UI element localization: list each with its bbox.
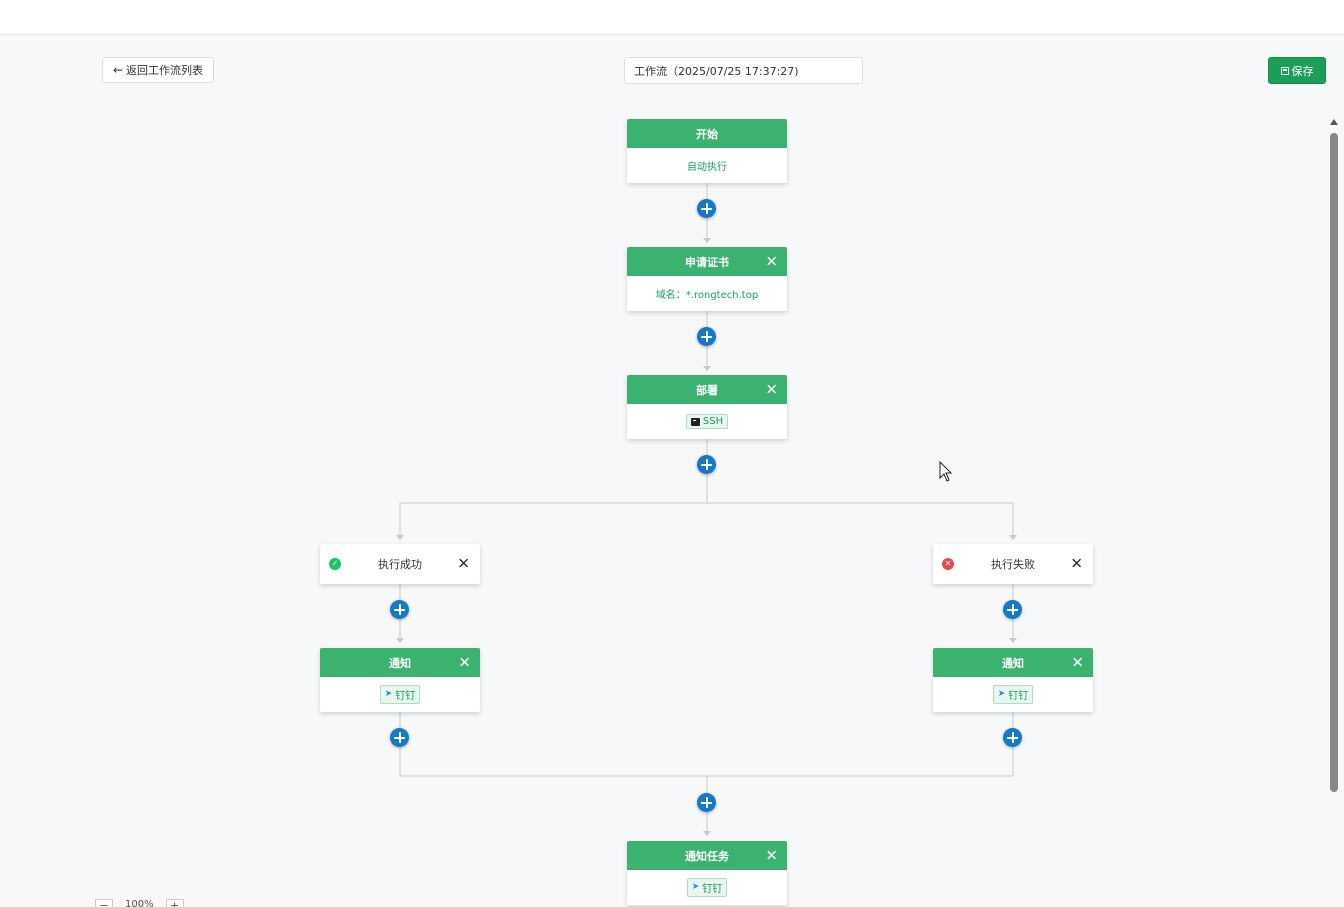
top-bar [0, 0, 1344, 35]
error-circle-icon: ✕ [942, 558, 954, 570]
branch-success[interactable]: ✓ 执行成功 ✕ [320, 544, 480, 584]
close-icon[interactable]: ✕ [765, 846, 778, 864]
close-icon[interactable]: ✕ [765, 380, 778, 398]
provider-tag-dingtalk: ➤ 钉钉 [379, 685, 421, 704]
node-apply-body: 域名：*.rongtech.top [655, 290, 759, 301]
node-start[interactable]: 开始 自动执行 [627, 119, 787, 183]
provider-tag-label: 钉钉 [702, 884, 723, 895]
dingtalk-icon: ➤ [384, 689, 393, 699]
add-node-button[interactable] [390, 600, 409, 619]
node-apply-header: 申请证书 ✕ [627, 247, 787, 276]
vertical-scrollbar[interactable] [1328, 116, 1340, 907]
arrow-left-icon: ← [112, 63, 124, 77]
add-node-button[interactable] [390, 728, 409, 747]
branch-success-title: 执行成功 [378, 558, 422, 571]
node-notify-header: 通知 ✕ [933, 648, 1093, 677]
node-deploy-title: 部署 [696, 383, 718, 397]
branch-failure-title: 执行失败 [991, 558, 1035, 571]
scrollbar-thumb[interactable] [1330, 133, 1338, 792]
node-notify-success[interactable]: 通知 ✕ ➤ 钉钉 [320, 648, 480, 712]
scroll-up-icon[interactable] [1330, 119, 1338, 125]
node-deploy-header: 部署 ✕ [627, 375, 787, 404]
zoom-level: 100% [125, 899, 154, 907]
mouse-cursor-icon [939, 461, 953, 482]
zoom-controls: − 100% + [95, 899, 184, 907]
close-icon[interactable]: ✕ [1071, 653, 1084, 671]
provider-tag-dingtalk: ➤ 钉钉 [686, 878, 728, 897]
node-start-body: 自动执行 [687, 162, 727, 173]
provider-tag-dingtalk: ➤ 钉钉 [992, 685, 1034, 704]
node-notify-title: 通知 [389, 656, 411, 670]
add-node-button[interactable] [1003, 728, 1022, 747]
provider-tag-label: 钉钉 [1008, 691, 1029, 702]
add-node-button[interactable] [697, 455, 716, 474]
node-deploy[interactable]: 部署 ✕ SSH [627, 375, 787, 439]
close-icon[interactable]: ✕ [765, 252, 778, 270]
zoom-in-button[interactable]: + [165, 899, 184, 907]
provider-tag-label: 钉钉 [395, 691, 416, 702]
close-icon[interactable]: ✕ [457, 554, 470, 573]
provider-tag-label: SSH [702, 416, 724, 427]
back-to-list-button[interactable]: ← 返回工作流列表 [102, 57, 214, 83]
branch-failure[interactable]: ✕ 执行失败 ✕ [933, 544, 1093, 584]
node-start-title: 开始 [696, 127, 718, 141]
dingtalk-icon: ➤ [691, 882, 700, 892]
save-button-label: 保存 [1291, 64, 1314, 78]
node-apply-cert[interactable]: 申请证书 ✕ 域名：*.rongtech.top [627, 247, 787, 311]
save-button[interactable]: 保存 [1268, 57, 1326, 84]
node-notify-title: 通知 [1002, 656, 1024, 670]
zoom-out-button[interactable]: − [95, 899, 113, 907]
node-notify-task-title: 通知任务 [685, 849, 729, 863]
terminal-icon [690, 417, 700, 426]
node-notify-failure[interactable]: 通知 ✕ ➤ 钉钉 [933, 648, 1093, 712]
back-button-label: 返回工作流列表 [126, 64, 204, 77]
workflow-name-input[interactable] [624, 57, 863, 84]
close-icon[interactable]: ✕ [458, 653, 471, 671]
provider-tag-ssh: SSH [685, 414, 729, 429]
check-circle-icon: ✓ [329, 558, 341, 570]
node-apply-title: 申请证书 [685, 255, 729, 269]
dingtalk-icon: ➤ [997, 689, 1006, 699]
node-notify-task[interactable]: 通知任务 ✕ ➤ 钉钉 [627, 841, 787, 905]
node-notify-header: 通知 ✕ [320, 648, 480, 677]
add-node-button[interactable] [1003, 600, 1022, 619]
add-node-button[interactable] [697, 327, 716, 346]
node-notify-task-header: 通知任务 ✕ [627, 841, 787, 870]
save-icon [1280, 66, 1289, 75]
add-node-button[interactable] [697, 793, 716, 812]
add-node-button[interactable] [697, 199, 716, 218]
close-icon[interactable]: ✕ [1070, 554, 1083, 573]
node-start-header: 开始 [627, 119, 787, 148]
